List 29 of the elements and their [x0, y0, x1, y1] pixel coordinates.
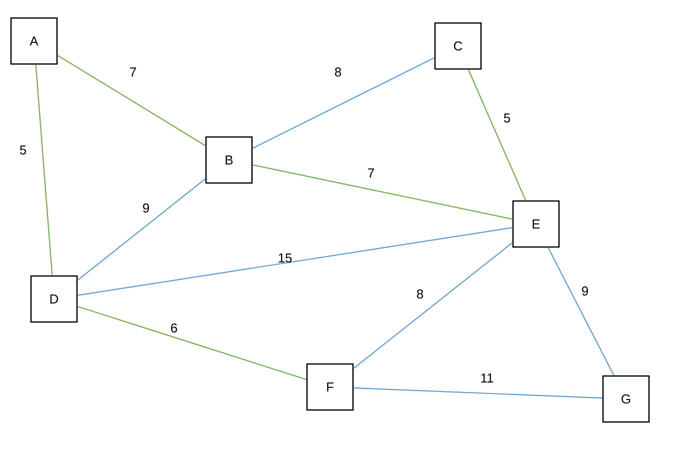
edge-line — [468, 69, 526, 201]
edge-label: 9 — [143, 203, 149, 213]
edge-label: 8 — [334, 67, 342, 77]
edge-label: 7 — [130, 68, 136, 76]
edge-line — [353, 242, 513, 369]
edge-label: 6 — [171, 323, 178, 333]
vertex-box: D — [30, 275, 78, 323]
edge-line — [77, 178, 206, 281]
edge-label: 8 — [416, 289, 424, 299]
edge-line — [252, 57, 435, 149]
vertex-box: E — [512, 200, 560, 248]
edge-label: 5 — [504, 113, 510, 122]
vertex-box: F — [306, 363, 354, 411]
vertex-box: C — [434, 22, 482, 70]
vertex-box: A — [10, 17, 58, 65]
vertex-box: B — [205, 136, 253, 184]
edge-label: 11 — [481, 374, 494, 382]
edge-line — [354, 387, 602, 399]
edge-label: 7 — [368, 168, 374, 178]
edge-label: 5 — [20, 145, 26, 154]
vertex-box: G — [602, 375, 650, 423]
edge-line — [548, 247, 614, 376]
edge-line — [35, 64, 53, 276]
edge-label: 15 — [278, 253, 292, 262]
edge-label: 9 — [582, 286, 588, 296]
edge-line — [78, 227, 512, 296]
edge-line — [57, 54, 206, 146]
edge-line — [252, 164, 512, 220]
edge-line — [77, 306, 307, 380]
